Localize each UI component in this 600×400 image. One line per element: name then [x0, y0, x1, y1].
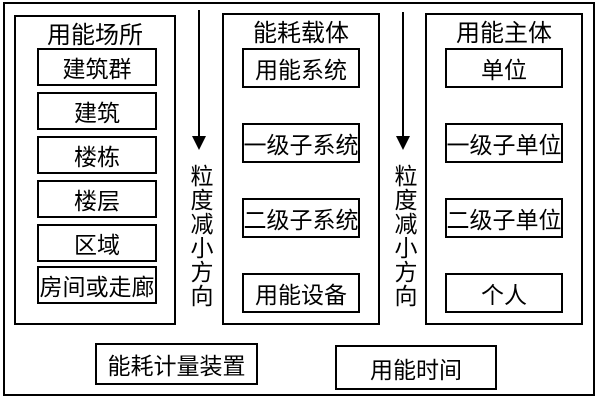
box-zone: 区域	[37, 224, 157, 262]
outer-frame	[3, 2, 595, 396]
box-energy-metering-device: 能耗计量装置	[95, 343, 258, 385]
box-building-group: 建筑群	[37, 48, 157, 86]
box-level1-subsystem: 一级子系统	[242, 123, 360, 163]
box-unit: 单位	[445, 48, 563, 88]
column-energy-place-title: 用能场所	[47, 21, 143, 49]
down-arrow-head-2	[396, 136, 410, 150]
box-energy-equipment: 用能设备	[242, 273, 360, 313]
column-energy-subject-title: 用能主体	[456, 19, 552, 47]
down-arrow-line-1	[198, 10, 200, 136]
box-individual: 个人	[445, 273, 563, 313]
box-floor: 楼层	[37, 180, 157, 218]
column-energy-subject: 用能主体 单位 一级子单位 二级子单位 个人	[425, 13, 583, 325]
box-building: 建筑	[37, 92, 157, 130]
box-energy-use-time: 用能时间	[335, 345, 497, 390]
box-level1-subunit: 一级子单位	[445, 123, 563, 163]
box-level2-subunit: 二级子单位	[445, 198, 563, 238]
down-arrow-head-1	[192, 136, 206, 150]
column-energy-carrier-title: 能耗载体	[253, 19, 349, 47]
box-level2-subsystem: 二级子系统	[242, 198, 360, 238]
box-room-or-corridor: 房间或走廊	[37, 266, 157, 304]
column-energy-place: 用能场所 建筑群 建筑 楼栋 楼层 区域 房间或走廊	[14, 15, 176, 325]
column-energy-carrier: 能耗载体 用能系统 一级子系统 二级子系统 用能设备	[222, 13, 380, 325]
granularity-direction-label-2: 粒度减小方向	[390, 164, 416, 308]
granularity-direction-label-1: 粒度减小方向	[186, 164, 212, 308]
box-energy-system: 用能系统	[242, 48, 360, 88]
box-building-block: 楼栋	[37, 136, 157, 174]
down-arrow-line-2	[402, 12, 404, 136]
